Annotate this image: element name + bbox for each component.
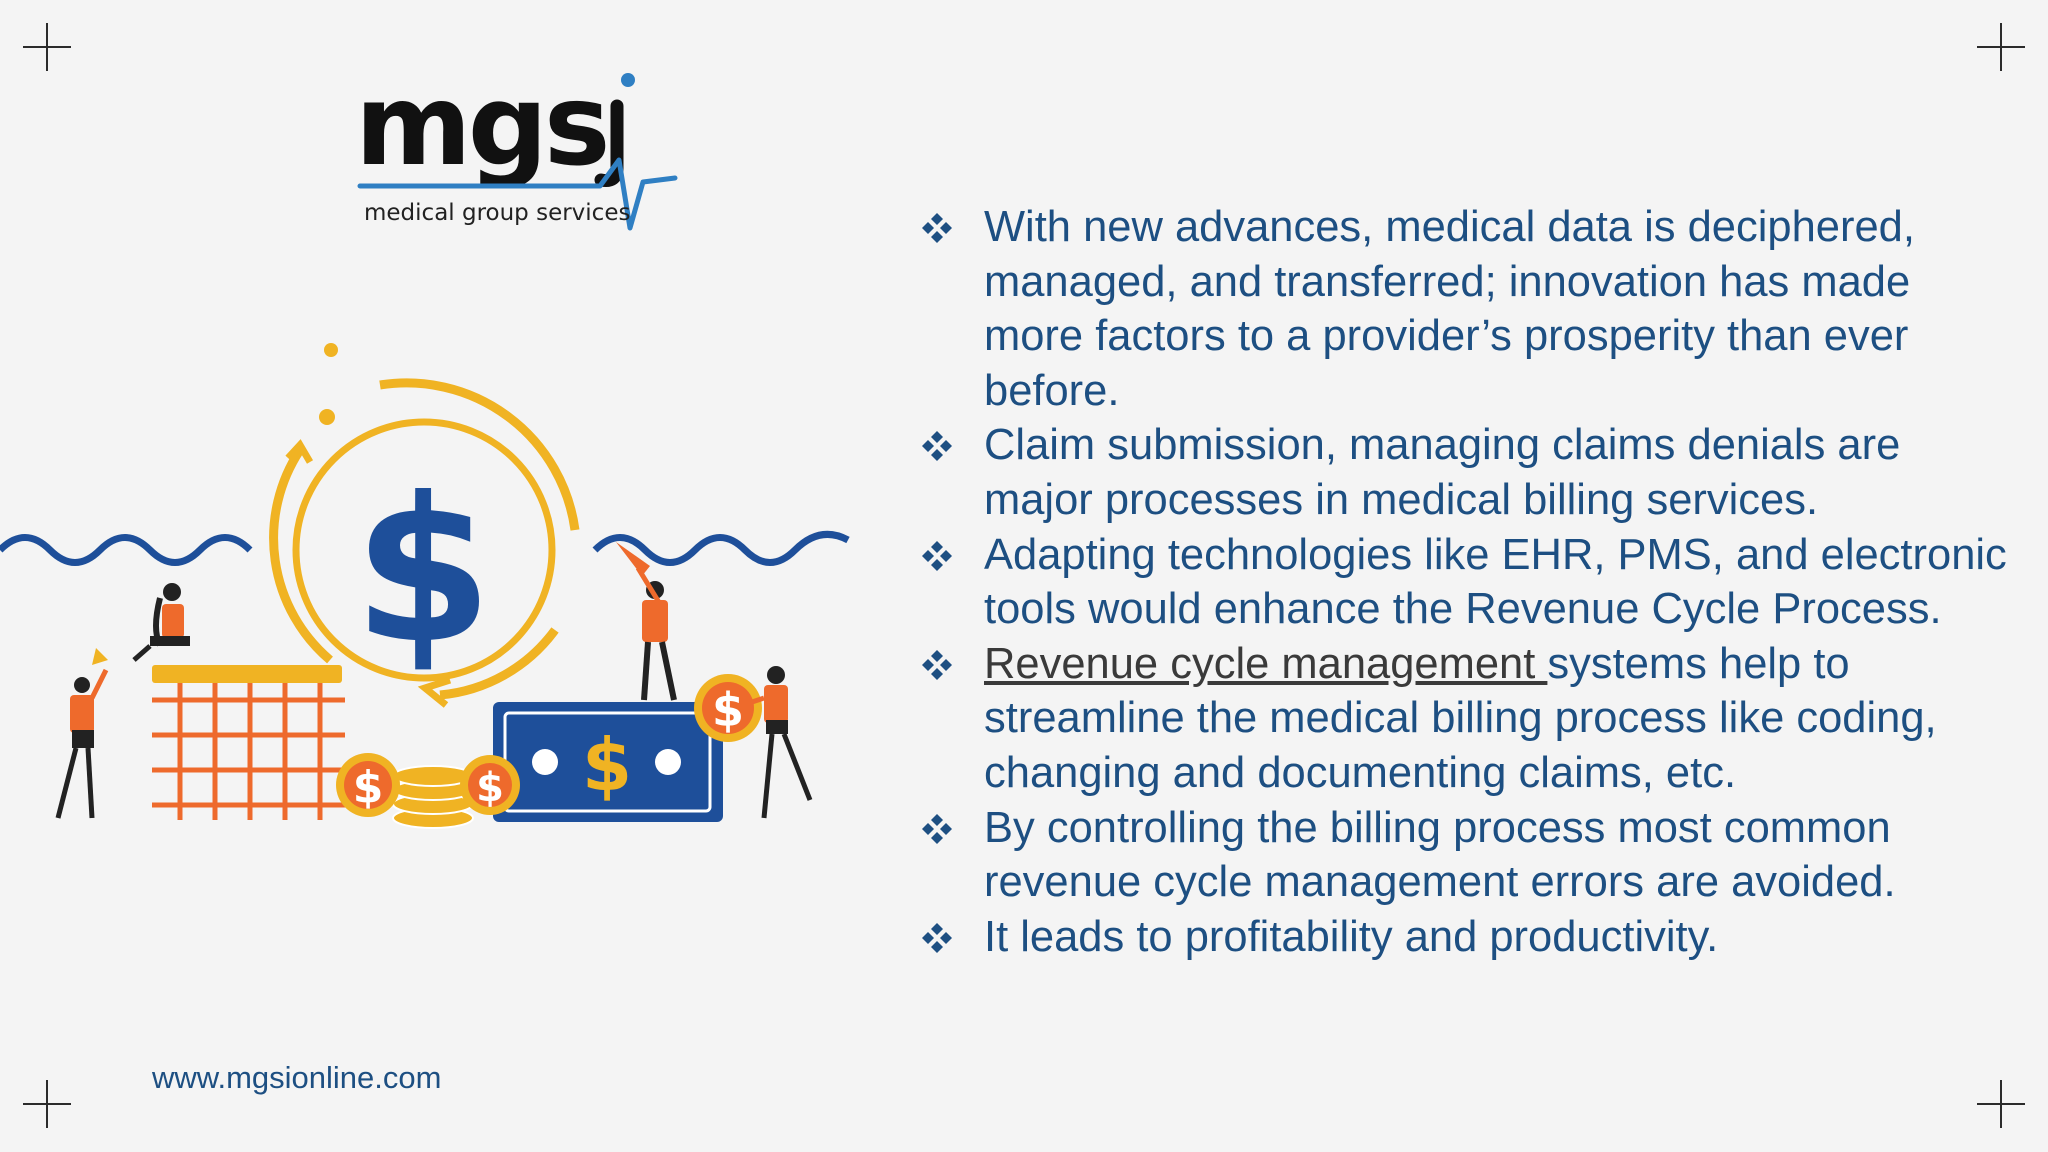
diamond-bullet-icon xyxy=(922,213,952,243)
bullet-text: Revenue cycle management systems help to… xyxy=(984,637,2020,801)
bullet-text: With new advances, medical data is decip… xyxy=(984,203,1915,415)
bullet-text: Adapting technologies like EHR, PMS, and… xyxy=(984,530,2007,634)
corner-crop-mark xyxy=(23,23,71,71)
svg-text:$: $ xyxy=(353,455,492,688)
bullet-list: With new advances, medical data is decip… xyxy=(920,200,2020,964)
bullet-text: It leads to profitability and productivi… xyxy=(984,912,1719,961)
bullet-text: By controlling the billing process most … xyxy=(984,803,1896,907)
diamond-bullet-icon xyxy=(922,922,952,953)
list-item: By controlling the billing process most … xyxy=(920,801,2020,910)
logo-tagline: medical group services xyxy=(364,200,631,226)
diamond-bullet-icon xyxy=(922,813,952,844)
list-item: It leads to profitability and productivi… xyxy=(920,910,2020,965)
diamond-bullet-icon xyxy=(922,431,952,462)
svg-text:$: $ xyxy=(712,683,744,737)
bullet-text-rest: systems help to streamline the medical b… xyxy=(984,639,1937,797)
logo-i-pulse-graphic xyxy=(357,73,678,231)
bullet-text: Claim submission, managing claims denial… xyxy=(984,421,1901,524)
logo-wordmark: mgs xyxy=(355,61,611,191)
svg-text:$: $ xyxy=(353,762,384,813)
list-item: Claim submission, managing claims denial… xyxy=(920,418,2020,527)
list-item: With new advances, medical data is decip… xyxy=(920,200,2020,418)
revenue-cycle-management-link[interactable]: Revenue cycle management xyxy=(984,639,1548,688)
mgs-logo: mgs medical group services xyxy=(355,70,685,245)
corner-crop-mark xyxy=(1977,23,2025,71)
website-url[interactable]: www.mgsionline.com xyxy=(152,1060,442,1095)
list-item: Revenue cycle management systems help to… xyxy=(920,637,2020,801)
diamond-bullet-icon xyxy=(922,540,952,571)
diamond-bullet-icon xyxy=(922,649,952,680)
list-item: Adapting technologies like EHR, PMS, and… xyxy=(920,528,2020,637)
svg-text:$: $ xyxy=(582,723,632,807)
corner-crop-mark xyxy=(1977,1080,2025,1128)
corner-crop-mark xyxy=(23,1080,71,1128)
revenue-cycle-illustration: $ $ $ $ $ xyxy=(0,343,850,829)
svg-text:$: $ xyxy=(476,765,504,811)
